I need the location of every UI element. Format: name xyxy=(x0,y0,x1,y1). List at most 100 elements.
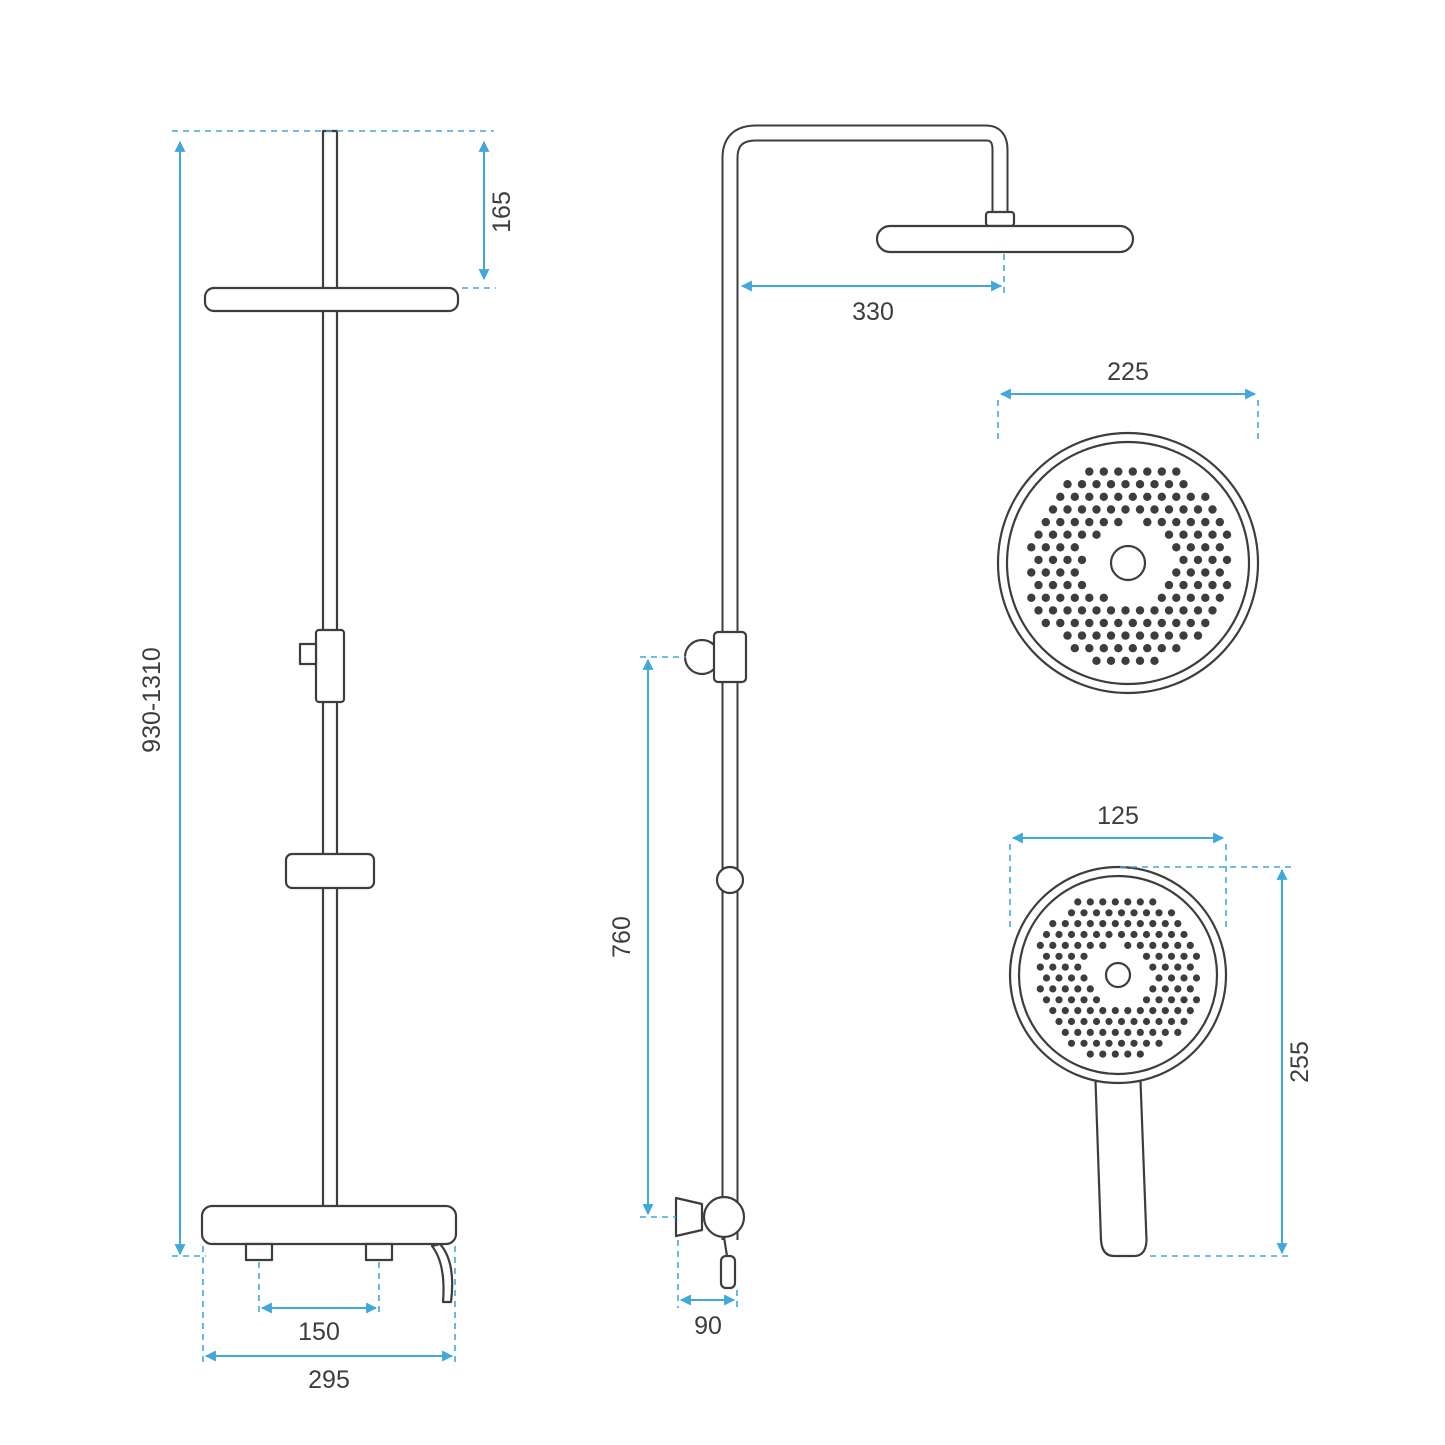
spray-nozzle-dot xyxy=(1149,898,1157,906)
spray-nozzle-dot xyxy=(1077,530,1087,539)
spray-nozzle-dot xyxy=(1048,505,1058,514)
spray-nozzle-dot xyxy=(1150,505,1159,514)
spray-nozzle-dot xyxy=(1049,963,1057,971)
spray-nozzle-dot xyxy=(1070,517,1080,527)
spray-nozzle-dot xyxy=(1161,1028,1169,1036)
dimension-head-offset: 165 xyxy=(462,140,516,289)
spray-nozzle-dot xyxy=(1172,517,1181,527)
spray-nozzle-dot xyxy=(1143,467,1152,476)
spray-nozzle-dot xyxy=(1186,618,1196,628)
hand-shower-inner-rim xyxy=(1017,874,1219,1076)
spray-nozzle-dot xyxy=(1055,952,1063,960)
spray-nozzle-dot xyxy=(1150,480,1159,489)
spray-nozzle-dot xyxy=(1121,480,1130,489)
spray-nozzle-dot xyxy=(1208,505,1217,514)
spray-nozzle-dot xyxy=(1143,618,1152,628)
spray-nozzle-dot xyxy=(1124,1028,1132,1036)
spray-nozzle-dot xyxy=(1164,606,1174,615)
spray-nozzle-dot xyxy=(1136,1028,1144,1036)
spray-nozzle-dot xyxy=(1124,1050,1132,1058)
spray-nozzle-dot xyxy=(1167,952,1176,960)
dimension-hand-width: 125 xyxy=(1009,802,1227,930)
spray-nozzle-dot xyxy=(1042,996,1051,1004)
spray-nozzle-dot xyxy=(1106,505,1116,514)
spray-nozzle-dot xyxy=(1099,1007,1107,1015)
spray-nozzle-dot xyxy=(1155,1017,1163,1026)
spray-nozzle-dot xyxy=(1179,505,1188,514)
spray-nozzle-dot xyxy=(1070,492,1080,501)
spray-nozzle-dot xyxy=(1161,941,1169,950)
spray-nozzle-dot xyxy=(1192,974,1201,982)
spray-nozzle-dot xyxy=(1070,644,1080,653)
spray-nozzle-dot xyxy=(1048,530,1058,539)
spray-nozzle-dot xyxy=(1067,1039,1076,1047)
spray-nozzle-dot xyxy=(1080,974,1088,982)
spray-nozzle-dot xyxy=(1027,543,1036,552)
side-handshower-holder xyxy=(719,1254,737,1290)
spray-nozzle-dot xyxy=(1167,1017,1176,1026)
spray-nozzle-dot xyxy=(1186,568,1196,577)
spray-nozzle-dot xyxy=(1049,941,1057,950)
spray-nozzle-dot xyxy=(1117,1017,1126,1026)
spray-nozzle-dot xyxy=(1180,996,1188,1004)
spray-nozzle-dot xyxy=(1080,1017,1088,1026)
spray-nozzle-dot xyxy=(1111,1007,1119,1015)
spray-nozzle-dot xyxy=(1085,593,1094,602)
spray-nozzle-dot xyxy=(1105,1017,1113,1026)
front-overhead-shower xyxy=(203,286,460,313)
spray-nozzle-dot xyxy=(1201,593,1210,602)
spray-nozzle-dot xyxy=(1067,930,1076,939)
spray-nozzle-dot xyxy=(1179,606,1188,615)
spray-nozzle-dot xyxy=(1215,568,1225,577)
hand-shower-handle xyxy=(1094,1079,1148,1258)
spray-nozzle-dot xyxy=(1027,568,1036,577)
spray-nozzle-dot xyxy=(1086,985,1094,993)
spray-nozzle-dot xyxy=(1136,1050,1144,1058)
spray-nozzle-dot xyxy=(1201,492,1210,501)
spray-nozzle-dot xyxy=(1049,920,1057,928)
spray-nozzle-dot xyxy=(1136,941,1144,950)
spray-nozzle-dot xyxy=(1092,1039,1101,1047)
dimension-rail-length: 760 xyxy=(608,656,686,1218)
spray-nozzle-dot xyxy=(1086,1050,1094,1058)
spray-nozzle-dot xyxy=(1056,568,1065,577)
spray-nozzle-dot xyxy=(1106,631,1116,640)
spray-nozzle-dot xyxy=(1034,530,1043,539)
spray-nozzle-dot xyxy=(1128,644,1138,653)
spray-nozzle-dot xyxy=(1222,530,1232,539)
spray-nozzle-dot xyxy=(1128,492,1138,501)
spray-nozzle-dot xyxy=(1074,898,1082,906)
spray-nozzle-dot xyxy=(1149,985,1157,993)
spray-nozzle-dot xyxy=(1070,593,1080,602)
spray-nozzle-dot xyxy=(1155,930,1163,939)
spray-nozzle-dot xyxy=(1077,505,1087,514)
spray-nozzle-dot xyxy=(1164,631,1174,640)
spray-nozzle-dot xyxy=(1124,898,1132,906)
dimension-head-diameter: 225 xyxy=(997,358,1259,440)
spray-nozzle-dot xyxy=(1164,480,1174,489)
spray-nozzle-dot xyxy=(1034,555,1043,565)
spray-nozzle-dot xyxy=(1086,920,1094,928)
spray-nozzle-dot xyxy=(1063,631,1072,640)
spray-nozzle-dot xyxy=(1130,1039,1138,1047)
spray-nozzle-dot xyxy=(1186,593,1196,602)
spray-nozzle-dot xyxy=(1063,530,1072,539)
spray-nozzle-dot xyxy=(1106,656,1116,665)
spray-nozzle-dot xyxy=(1063,555,1072,565)
spray-nozzle-dot xyxy=(1099,920,1107,928)
spray-nozzle-dot xyxy=(1061,941,1069,950)
spray-nozzle-dot xyxy=(1105,930,1113,939)
head-inner-rim xyxy=(1005,440,1251,686)
spray-nozzle-dot xyxy=(1142,909,1151,917)
spray-nozzle-dot xyxy=(1061,920,1069,928)
spray-nozzle-dot xyxy=(1048,606,1058,615)
front-view xyxy=(200,129,460,1304)
spray-nozzle-dot xyxy=(1124,941,1132,950)
spray-nozzle-dot xyxy=(1111,920,1119,928)
spray-nozzle-dot xyxy=(1172,593,1181,602)
front-valve-left xyxy=(244,1242,274,1262)
spray-nozzle-dot xyxy=(1041,543,1051,552)
spray-nozzle-dot xyxy=(1135,656,1145,665)
spray-nozzle-dot xyxy=(1186,941,1194,950)
spray-nozzle-dot xyxy=(1157,618,1167,628)
